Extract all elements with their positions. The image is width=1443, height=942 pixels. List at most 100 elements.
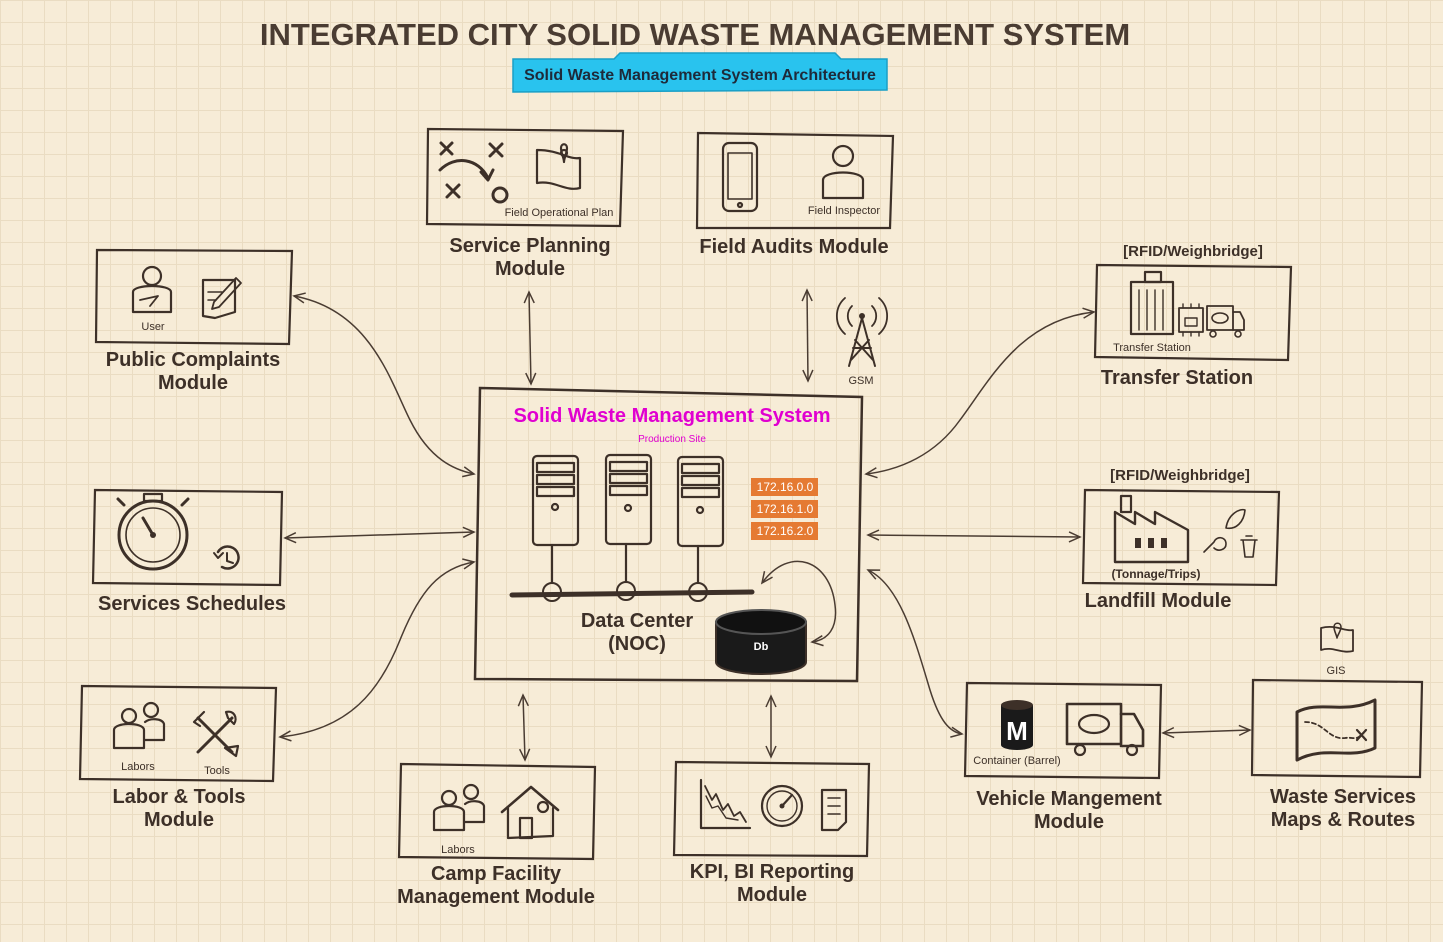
- gis-label: GIS: [1327, 665, 1346, 677]
- waste-maps-label: Waste Services: [1270, 786, 1416, 808]
- ip-badge-3: 172.16.2.0: [751, 522, 818, 540]
- svg-text:172.16.0.0: 172.16.0.0: [757, 480, 814, 494]
- truck-icon: [1206, 305, 1245, 338]
- central-system-title: Solid Waste Management System: [513, 405, 830, 427]
- trash-bin-icon: [1240, 535, 1258, 558]
- landfill-header: [RFID/Weighbridge]: [1110, 467, 1250, 484]
- camp-facility-label: Camp Facility: [431, 863, 562, 885]
- field-inspector-caption: Field Inspector: [808, 205, 880, 217]
- route-map-icon: [1295, 698, 1377, 762]
- central-system-box: Solid Waste Management System Production…: [473, 386, 864, 683]
- service-planning-label: Service Planning: [449, 235, 610, 257]
- kpi-bi-label: KPI, BI Reporting: [690, 861, 854, 883]
- production-site-label: Production Site: [638, 434, 706, 445]
- camp-facility-module: Labors Camp Facility Management Module: [397, 762, 597, 908]
- kpi-bi-label-2: Module: [737, 884, 807, 906]
- labors-caption: Labors: [121, 761, 155, 773]
- ip-badge-2: 172.16.1.0: [751, 500, 818, 518]
- public-complaints-module: User Public Complaints Module: [94, 248, 294, 394]
- transfer-station-caption: Transfer Station: [1113, 342, 1191, 354]
- gis-pin-icon: GIS: [1320, 622, 1354, 677]
- tools-icon: [192, 710, 240, 758]
- svg-text:172.16.2.0: 172.16.2.0: [757, 524, 814, 538]
- network-bus-icon: [509, 589, 755, 598]
- camp-facility-label-2: Management Module: [397, 886, 595, 908]
- weighbridge-chip-icon: [1178, 303, 1204, 337]
- public-complaints-label: Public Complaints: [106, 349, 280, 371]
- transfer-station-module: [RFID/Weighbridge] Transfer Station Tran…: [1093, 243, 1293, 389]
- stopwatch-icon: [116, 492, 190, 571]
- waste-maps-module: GIS Waste Services Maps & Routes: [1250, 622, 1424, 831]
- leaf-icon: [1225, 508, 1246, 530]
- camp-labors-icon: [432, 783, 486, 832]
- container-badge: M: [1006, 716, 1028, 746]
- line-chart-icon: [699, 778, 752, 830]
- arrow-transfer-station: [864, 307, 1096, 479]
- services-schedules-label: Services Schedules: [98, 593, 286, 615]
- service-planning-module: Field Operational Plan Service Planning …: [425, 127, 625, 280]
- history-clock-icon: [213, 545, 240, 570]
- container-barrel-icon: M: [1001, 700, 1033, 750]
- user-icon: [131, 265, 173, 314]
- ip-badge-1: 172.16.0.0: [751, 478, 818, 496]
- arrow-camp-facility: [517, 693, 531, 762]
- field-inspector-icon: [821, 144, 865, 200]
- labors-icon: [112, 701, 166, 750]
- smartphone-icon: [721, 141, 759, 213]
- field-plan-caption: Field Operational Plan: [505, 207, 614, 219]
- landfill-label: Landfill Module: [1085, 590, 1232, 612]
- noc-label: (NOC): [608, 633, 666, 655]
- vehicle-module: M Container (Barrel) Vehicle Mangement M…: [963, 681, 1162, 833]
- factory-icon: [1113, 494, 1190, 564]
- camp-labors-caption: Labors: [441, 844, 475, 856]
- arrow-labor-tools: [278, 558, 476, 742]
- field-plan-icon: [438, 141, 509, 204]
- map-pin-icon: [535, 143, 582, 190]
- arrow-landfill: [866, 529, 1082, 543]
- complaint-form-icon: [201, 277, 242, 320]
- house-icon: [500, 785, 560, 840]
- vehicle-truck-icon: [1065, 702, 1145, 757]
- database-icon: Db: [715, 609, 807, 675]
- kpi-bi-module: KPI, BI Reporting Module: [672, 760, 871, 906]
- chicken-leg-icon: [1203, 536, 1227, 553]
- field-audits-label: Field Audits Module: [699, 236, 888, 258]
- field-audits-module: Field Inspector Field Audits Module: [695, 131, 895, 258]
- report-icon: [820, 788, 848, 832]
- server-2-icon: [604, 453, 653, 601]
- arrow-vehicle: [866, 569, 964, 738]
- gauge-icon: [760, 784, 804, 828]
- tools-caption: Tools: [204, 765, 230, 777]
- subtitle: Solid Waste Management System Architectu…: [524, 67, 876, 84]
- vehicle-label-2: Module: [1034, 811, 1104, 833]
- gsm-label: GSM: [848, 375, 873, 387]
- page-title: INTEGRATED CITY SOLID WASTE MANAGEMENT S…: [260, 17, 1130, 52]
- svg-text:172.16.1.0: 172.16.1.0: [757, 502, 814, 516]
- arrow-field-audits: [801, 288, 814, 383]
- arrow-services-schedules: [283, 526, 476, 544]
- arrow-waste-maps: [1161, 724, 1252, 739]
- arrow-public-complaints: [292, 292, 476, 478]
- server-3-icon: [676, 455, 725, 602]
- gsm-tower-icon: GSM: [835, 297, 889, 387]
- user-caption: User: [141, 321, 165, 333]
- service-planning-label-2: Module: [495, 258, 565, 280]
- labor-tools-module: Labors Tools Labor & Tools Module: [78, 684, 278, 831]
- server-1-icon: [531, 454, 580, 602]
- svg-text:Db: Db: [754, 641, 769, 653]
- container-caption: Container (Barrel): [973, 755, 1060, 767]
- db-sync-arrow: [760, 560, 837, 647]
- transfer-station-header: [RFID/Weighbridge]: [1123, 243, 1263, 260]
- waste-maps-label-2: Maps & Routes: [1271, 809, 1415, 831]
- subtitle-banner: Solid Waste Management System Architectu…: [512, 52, 888, 93]
- vehicle-label: Vehicle Mangement: [976, 788, 1162, 810]
- labor-tools-label-2: Module: [144, 809, 214, 831]
- labor-tools-label: Labor & Tools: [113, 786, 246, 808]
- public-complaints-label-2: Module: [158, 372, 228, 394]
- arrow-service-planning: [523, 290, 537, 386]
- landfill-caption: (Tonnage/Trips): [1111, 567, 1200, 581]
- services-schedules-module: Services Schedules: [91, 488, 286, 615]
- transfer-station-label: Transfer Station: [1101, 367, 1253, 389]
- building-icon: [1129, 270, 1175, 336]
- landfill-module: [RFID/Weighbridge] (Tonnage/Trips) Landf…: [1081, 467, 1281, 612]
